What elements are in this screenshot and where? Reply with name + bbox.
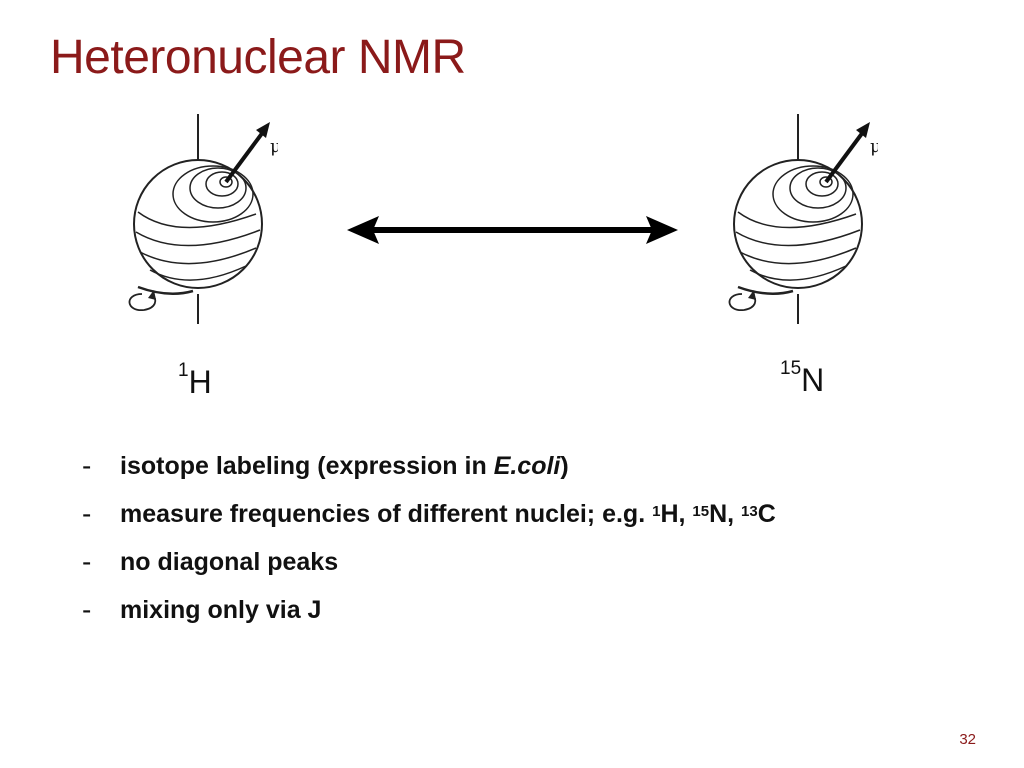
slide-title: Heteronuclear NMR xyxy=(50,31,466,84)
mu-label: μ xyxy=(870,136,878,157)
bullet-item: - isotope labeling (expression in E.coli… xyxy=(82,446,776,494)
bullet-marker: - xyxy=(82,594,92,625)
element-symbol: H, xyxy=(660,500,693,528)
mass-number: 13 xyxy=(741,503,758,520)
nucleus-label-1h: 1H xyxy=(178,360,212,401)
bullet-text: mixing only via J xyxy=(120,596,322,624)
bullet-item: - mixing only via J xyxy=(82,590,776,638)
nucleus-label-15n: 15N xyxy=(780,358,825,399)
bullet-text: no diagonal peaks xyxy=(120,548,339,576)
bullet-marker: - xyxy=(82,498,92,529)
mass-number: 15 xyxy=(780,358,802,379)
mass-number: 15 xyxy=(692,503,710,520)
spin-sphere-icon-1h: μ xyxy=(128,114,278,324)
mass-number: 1 xyxy=(178,360,189,381)
element-symbol: C xyxy=(757,500,776,528)
bullet-italic-text: E.coli xyxy=(493,452,561,480)
page-number: 32 xyxy=(959,731,976,748)
bullet-text: measure frequencies of different nuclei;… xyxy=(120,500,653,528)
bullet-tail: ) xyxy=(560,452,569,480)
spin-sphere-icon-15n: μ xyxy=(728,114,878,324)
mass-number: 1 xyxy=(652,503,661,520)
bullet-marker: - xyxy=(82,546,92,577)
bullet-marker: - xyxy=(82,450,92,481)
element-symbol: N xyxy=(801,362,825,398)
bullet-text: isotope labeling (expression in xyxy=(120,452,494,480)
mu-label: μ xyxy=(270,136,278,157)
element-symbol: N, xyxy=(709,500,742,528)
bullet-list: - isotope labeling (expression in E.coli… xyxy=(82,446,776,638)
double-arrow-icon xyxy=(347,216,678,244)
element-symbol: H xyxy=(188,364,212,400)
bullet-item: - no diagonal peaks xyxy=(82,542,776,590)
bullet-item: - measure frequencies of different nucle… xyxy=(82,494,776,542)
